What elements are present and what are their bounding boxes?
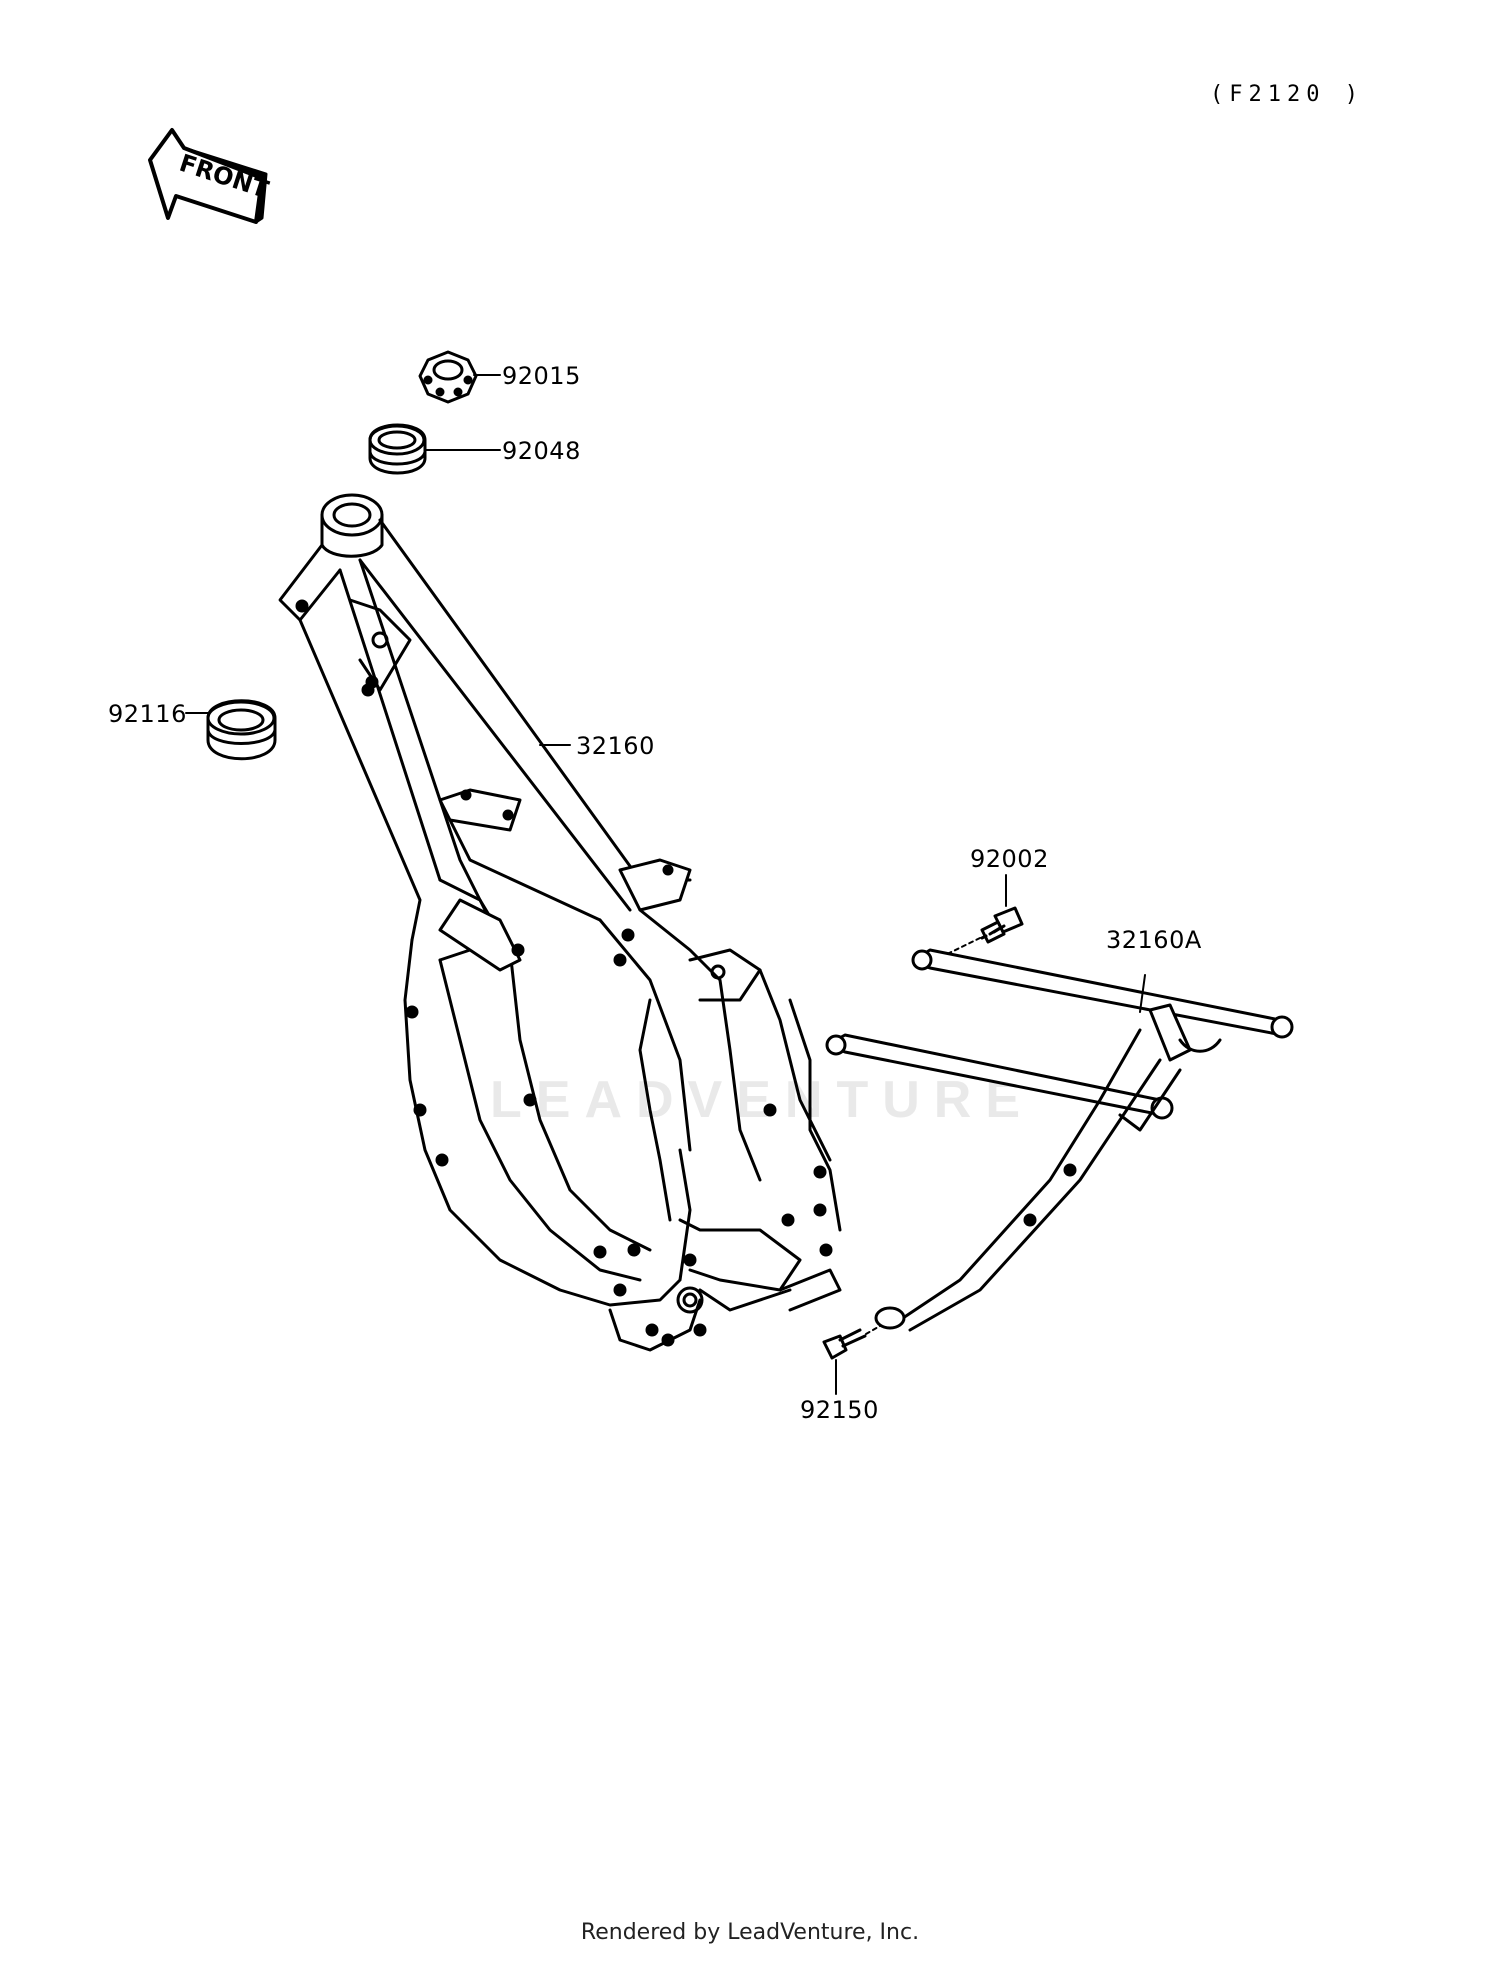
part-number-92015[interactable]: 92015 xyxy=(502,362,581,390)
part-number-92116[interactable]: 92116 xyxy=(108,700,187,728)
oil-seal-92116 xyxy=(206,699,277,761)
part-number-92048[interactable]: 92048 xyxy=(502,437,581,465)
footer-credit: Rendered by LeadVenture, Inc. xyxy=(580,1920,920,1945)
rear-sub-frame-32160A xyxy=(825,948,1294,1332)
nut-92015 xyxy=(418,350,478,404)
frame-32160 xyxy=(278,493,842,1352)
cone-race-92048 xyxy=(368,423,427,475)
watermark-text: LEADVENTURE xyxy=(490,1071,1035,1129)
front-arrow-icon: FRONT xyxy=(148,128,273,224)
part-number-32160[interactable]: 32160 xyxy=(576,732,655,760)
part-number-92150[interactable]: 92150 xyxy=(800,1396,879,1424)
part-number-92002[interactable]: 92002 xyxy=(970,845,1049,873)
diagram-code: (F2120 ) xyxy=(1210,82,1364,107)
part-number-32160A[interactable]: 32160A xyxy=(1106,926,1202,954)
bolt-92002 xyxy=(980,906,1024,944)
bolt-92150 xyxy=(822,1328,867,1360)
